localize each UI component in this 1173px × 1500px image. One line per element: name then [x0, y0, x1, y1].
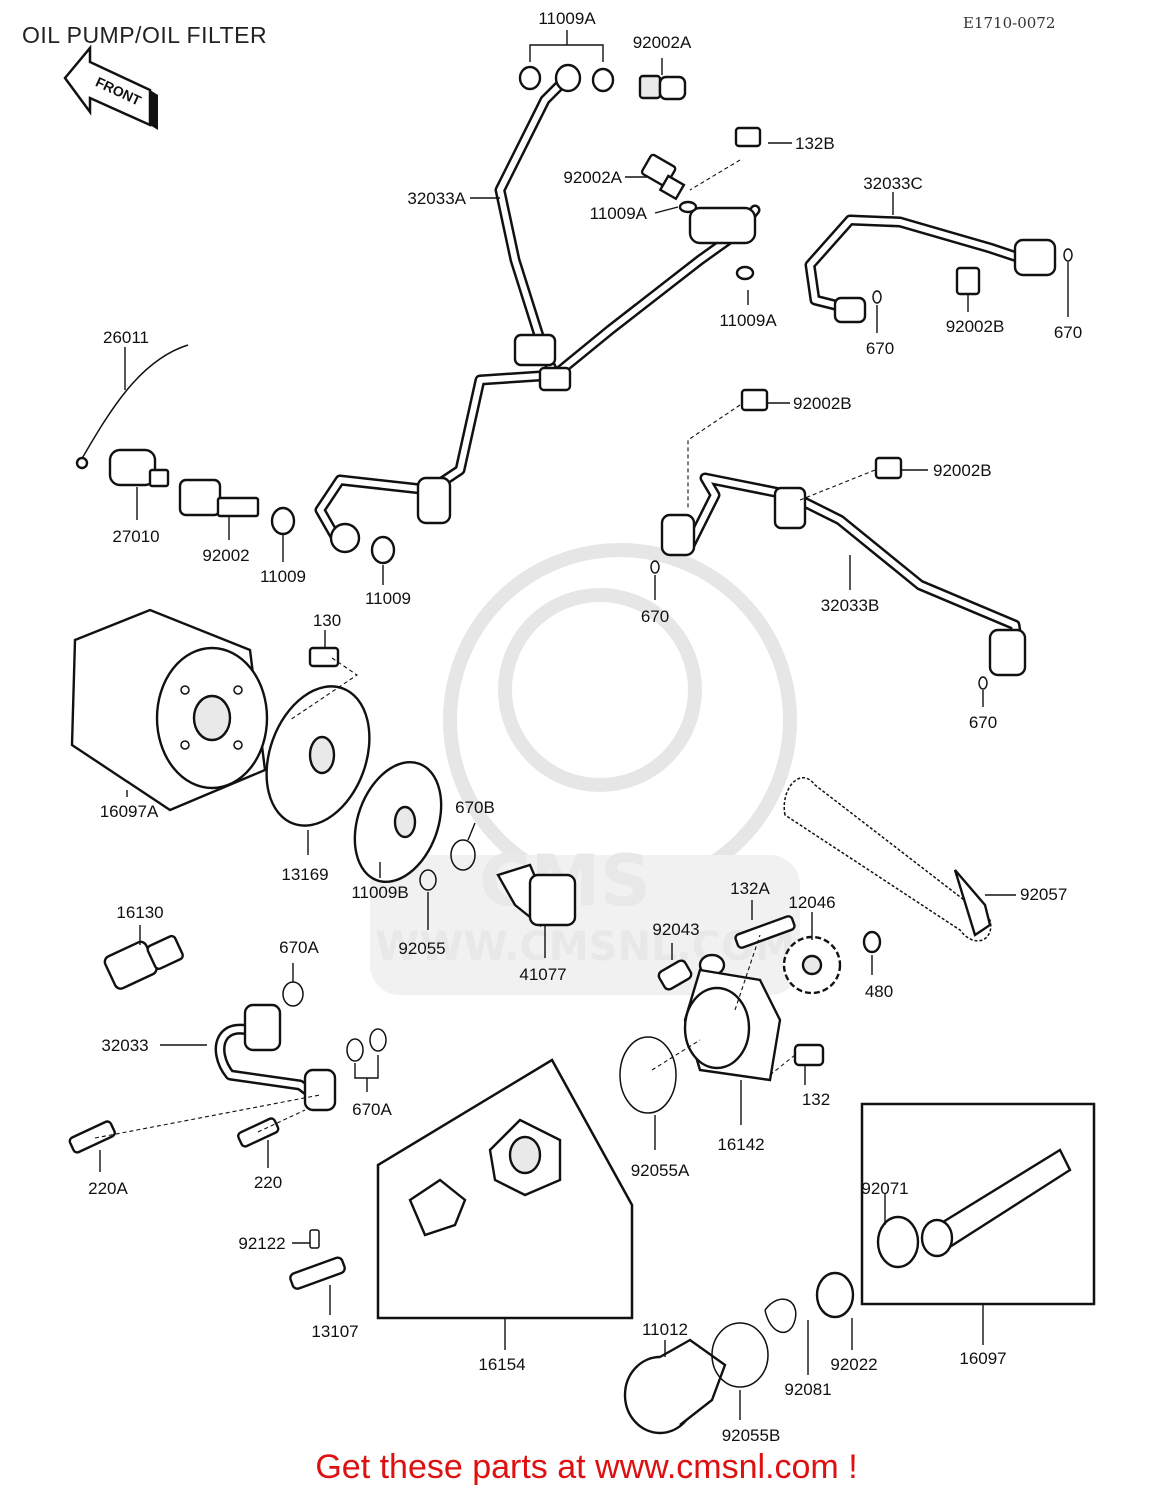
part-label: 13107 [311, 1322, 358, 1341]
part-label: 11009A [719, 311, 777, 330]
part-label: 92002A [563, 168, 622, 187]
top-hardware [518, 63, 1073, 690]
part-label: 670 [1054, 323, 1082, 342]
part-label: 16097A [100, 802, 159, 821]
part-label: 670 [969, 713, 997, 732]
part-label: 13169 [281, 865, 328, 884]
part-label: 92022 [830, 1355, 877, 1374]
part-label: 132A [730, 879, 770, 898]
part-label: 92055 [398, 939, 445, 958]
part-label: 32033C [863, 174, 923, 193]
part-label: 92002A [633, 33, 692, 52]
part-label: 16130 [116, 903, 163, 922]
part-label: 11009A [538, 9, 596, 28]
part-label: 32033 [101, 1036, 148, 1055]
part-label: 670A [279, 938, 319, 957]
page-title: OIL PUMP/OIL FILTER [22, 22, 268, 48]
part-label: 130 [313, 611, 341, 630]
oil-pipe-32033c [804, 214, 1057, 324]
part-label: 92057 [1020, 885, 1067, 904]
part-label: 26011 [103, 328, 149, 347]
oil-pipe-32033b [660, 472, 1027, 677]
part-label: 92002 [202, 546, 249, 565]
watermark-url-text: WWW.CMSNL.COM [375, 924, 795, 970]
filter-plates [265, 646, 577, 928]
part-label: 220 [254, 1173, 282, 1192]
part-label: 32033A [407, 189, 466, 208]
part-label: 11009 [365, 589, 411, 608]
watermark: CMS WWW.CMSNL.COM [370, 543, 800, 995]
part-label: 670A [352, 1100, 392, 1119]
part-label: 670B [455, 798, 495, 817]
part-label: 92002B [933, 461, 992, 480]
part-label: 670 [641, 607, 669, 626]
part-label: 92122 [238, 1234, 285, 1253]
leader-lines [94, 30, 1069, 1420]
part-label: 92002B [793, 394, 852, 413]
part-label: 41077 [519, 965, 566, 984]
part-label: 92081 [784, 1380, 831, 1399]
part-label: 11012 [642, 1320, 688, 1339]
part-label: 220A [88, 1179, 128, 1198]
part-label: 132B [795, 134, 835, 153]
part-label: 92043 [652, 920, 699, 939]
part-label: 11009 [260, 567, 306, 586]
pump-kit-16154 [289, 1058, 634, 1320]
oil-filter [70, 608, 269, 812]
part-label: 92002B [946, 317, 1005, 336]
lower-pipe-assembly [68, 934, 387, 1154]
part-label: 11009B [351, 883, 408, 902]
part-label: 92055B [722, 1426, 781, 1445]
part-label: 16154 [478, 1355, 525, 1374]
relief-valve-and-strainer [623, 1102, 1096, 1435]
part-label: 16097 [959, 1349, 1006, 1368]
part-label: 92071 [861, 1179, 908, 1198]
oil-pipe-32033a [314, 74, 761, 554]
part-label: 32033B [821, 596, 880, 615]
part-label: 670 [866, 339, 894, 358]
part-label: 11009A [590, 204, 648, 223]
front-arrow-icon: FRONT [63, 44, 158, 130]
part-label: 12046 [788, 893, 835, 912]
oil-pump-assembly [619, 777, 992, 1114]
part-label: 92055A [631, 1161, 690, 1180]
oil-pressure-switch [75, 344, 396, 565]
part-label: 16142 [717, 1135, 764, 1154]
diagram-code: E1710-0072 [963, 14, 1056, 32]
part-label: 27010 [112, 527, 159, 546]
part-label: 132 [802, 1090, 830, 1109]
part-labels: 11009A 92002A 132B 92002A 11009A 32033A … [88, 9, 1082, 1445]
part-label: 480 [865, 982, 893, 1001]
footer-link-text[interactable]: Get these parts at www.cmsnl.com ! [315, 1448, 858, 1486]
